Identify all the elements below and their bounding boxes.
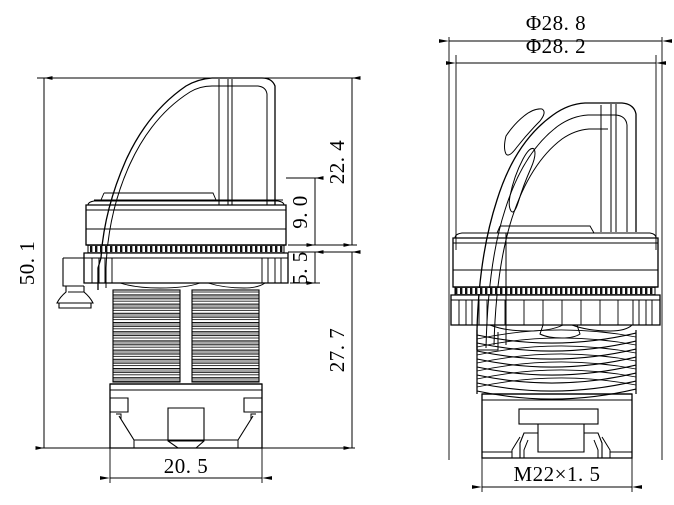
dim-upper-body-height: 22. 4 [325, 140, 349, 185]
dim-overall-height: 50. 1 [15, 241, 39, 286]
dim-collar-height: 5. 5 [288, 251, 312, 285]
dim-outer-diameter: Φ28. 8 [526, 11, 586, 35]
side-view-geometry [37, 77, 355, 449]
dim-inner-diameter: Φ28. 2 [526, 34, 586, 58]
front-view-dimensions [439, 39, 672, 492]
dim-thread-spec: M22×1. 5 [513, 462, 600, 486]
front-view-geometry [448, 37, 663, 460]
dim-base-width: 20. 5 [164, 454, 209, 478]
dim-lower-body-height: 27. 7 [325, 328, 349, 373]
side-view-dimensions [35, 76, 361, 483]
dim-cap-band-height: 9. 0 [288, 195, 312, 229]
